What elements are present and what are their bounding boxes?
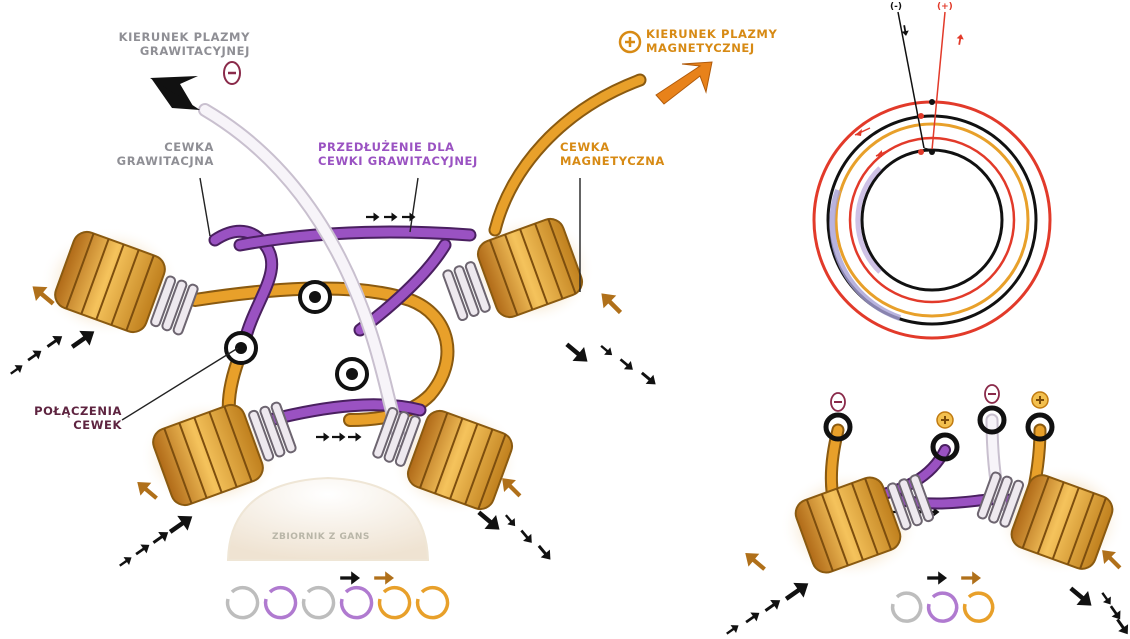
flow-arrow-icon (781, 576, 813, 606)
legend-rings (228, 588, 448, 618)
flow-arrow-icon (1106, 603, 1124, 622)
flow-arrow-icon (1112, 616, 1130, 638)
flow-arrow-icon (617, 355, 636, 374)
flow-arrow-icon (956, 33, 965, 45)
flow-arrow-icon (316, 433, 330, 442)
flow-arrow-icon (762, 595, 784, 615)
coil-top-left (51, 228, 203, 349)
connection-point (226, 333, 256, 363)
flow-arrow-icon (366, 213, 380, 222)
minus-sign-icon (224, 62, 240, 84)
flow-arrow-icon (44, 331, 66, 351)
flow-arrow-icon (534, 542, 555, 564)
flow-arrow-icon (517, 527, 536, 546)
plus-sign-icon (1032, 392, 1048, 408)
connection-point (300, 282, 330, 312)
flow-arrow-icon (384, 213, 398, 222)
extension-label: PRZEDŁUŻENIE DLA CEWKI GRAWITACYJNEJ (318, 140, 478, 168)
flow-arrow-icon (927, 571, 947, 584)
flow-arrow-icon (117, 553, 134, 569)
flow-arrow-icon (348, 433, 362, 442)
flow-arrow-icon (502, 512, 519, 529)
coil-connections-label: POŁĄCZENIA CEWEK (28, 404, 122, 432)
flow-arrow-icon (724, 621, 741, 637)
flow-arrow-icon (961, 571, 981, 584)
magnetic-plasma-arrow-icon (656, 62, 712, 104)
magnetic-coil-label: CEWKA MAGNETYCZNA (560, 140, 665, 168)
gravitational-coil-label: CEWKA GRAWITACJNA (100, 140, 214, 168)
plus-sign-icon (937, 412, 953, 428)
circuit-minus-sign: (-) (890, 2, 902, 12)
gravitational-plasma-arrow-icon (150, 76, 200, 110)
circuit-rings (814, 12, 1050, 338)
flow-arrow-icon (598, 342, 615, 359)
flow-arrow-icon (1065, 581, 1097, 612)
minus-sign-icon (985, 385, 999, 403)
flow-arrow-icon (561, 337, 593, 368)
flow-arrow-icon (1098, 590, 1114, 607)
connection-point (337, 359, 367, 389)
flow-arrow-icon (402, 213, 416, 222)
flow-arrow-icon (638, 368, 660, 389)
flow-arrow-icon (743, 608, 762, 626)
legend-rings-right (893, 593, 993, 621)
minus-sign-icon (831, 393, 845, 411)
flow-arrow-icon (133, 540, 152, 558)
plus-sign-icon (620, 32, 640, 52)
flow-arrow-icon (150, 527, 172, 547)
flow-arrow-icon (595, 287, 627, 319)
flow-arrow-icon (740, 547, 770, 576)
gravitational-plasma-direction-label: KIERUNEK PLAZMY GRAWITACYJNEJ (100, 30, 250, 58)
circuit-plus-sign: (+) (937, 2, 953, 12)
flow-arrow-icon (165, 509, 197, 539)
flow-arrow-icon (25, 346, 44, 364)
magnetic-plasma-direction-label: KIERUNEK PLAZMY MAGNETYCZNEJ (646, 27, 777, 55)
flow-arrow-icon (332, 433, 346, 442)
flow-arrow-icon (340, 571, 360, 584)
flow-arrow-icon (374, 571, 394, 584)
flow-arrow-icon (8, 361, 25, 377)
tank-label: ZBIORNIK Z GANS (272, 532, 370, 542)
